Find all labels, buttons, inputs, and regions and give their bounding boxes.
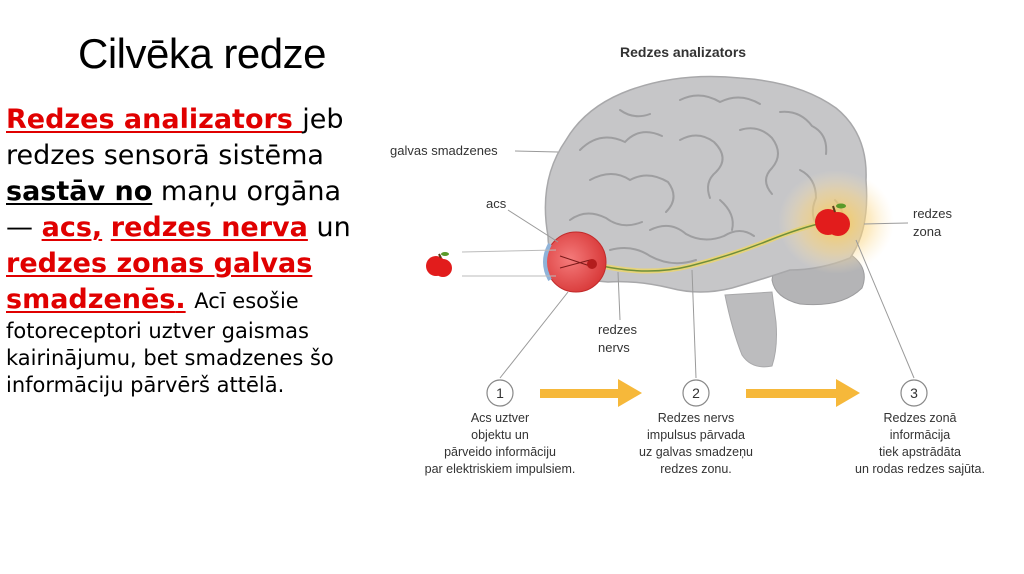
step-1-marker: 1 (486, 379, 514, 407)
step-3-number: 3 (910, 385, 918, 401)
diagram-title: Redzes analizators (620, 44, 746, 60)
step-3-marker: 3 (900, 379, 928, 407)
step-2-line: redzes zonu. (660, 462, 732, 476)
label-nerve-line2: nervs (598, 340, 630, 355)
arrow-1-to-2 (540, 379, 642, 407)
step-1-line: par elektriskiem impulsiem. (425, 462, 576, 476)
step-2-marker: 2 (682, 379, 710, 407)
text-space (102, 212, 111, 243)
step-2-description: Redzes nervs impulsus pārvada uz galvas … (639, 411, 753, 476)
step-1-line: objektu un (471, 428, 529, 442)
leader-zone (863, 222, 909, 225)
leader-step-1 (499, 291, 569, 379)
object-apple-icon (426, 252, 452, 277)
step-2-line: Redzes nervs (658, 411, 734, 425)
step-3-line: tiek apstrādāta (879, 445, 961, 459)
eye-illustration (543, 231, 607, 293)
step-3-line: Redzes zonā (884, 411, 957, 425)
step-1-line: pārveido informāciju (444, 445, 556, 459)
step-3-line: informācija (890, 428, 950, 442)
optic-nerve-core (601, 221, 827, 272)
perceived-apple-icon (815, 203, 850, 236)
leader-step-2 (691, 269, 697, 379)
text-segment: maņu orgāna — (6, 176, 341, 243)
term-period: . (175, 284, 186, 315)
term-eye: acs, (41, 212, 103, 243)
leader-eye (507, 209, 559, 243)
brain-folds (569, 94, 845, 265)
slide-title: Cilvēka redze (78, 30, 326, 77)
step-2-line: impulsus pārvada (647, 428, 745, 442)
text-segment: jeb redzes sensorā sistēma (6, 104, 344, 171)
label-nerve-line1: redzes (598, 322, 638, 337)
step-1-line: Acs uztver (471, 411, 529, 425)
step-1-number: 1 (496, 385, 504, 401)
light-ray-top (461, 249, 557, 253)
arrow-2-to-3 (746, 379, 860, 407)
slide-body-text: Redzes analizators jeb redzes sensorā si… (6, 102, 368, 399)
label-brain: galvas smadzenes (390, 143, 498, 158)
term-visual-zone: redzes zonas galvas smadzenēs (6, 248, 313, 315)
step-3-line: un rodas redzes sajūta. (855, 462, 985, 476)
text-segment: un (307, 212, 351, 243)
term-optic-nerve: redzes nerva (110, 212, 308, 243)
label-zone-line1: redzes (913, 206, 953, 221)
step-2-number: 2 (692, 385, 700, 401)
step-2-line: uz galvas smadzeņu (639, 445, 753, 459)
term-visual-analyzer: Redzes analizators (6, 104, 303, 135)
label-zone-line2: zona (913, 224, 942, 239)
leader-brain (514, 150, 559, 153)
leader-nerve (617, 271, 621, 321)
step-3-description: Redzes zonā informācija tiek apstrādāta … (855, 411, 985, 476)
text-explanation: Acī esošie fotoreceptori uztver gaismas … (6, 289, 334, 397)
term-consists-of: sastāv no (6, 176, 153, 207)
visual-analyzer-diagram: Redzes analizators (390, 44, 985, 476)
brain-stem (724, 291, 777, 368)
step-1-description: Acs uztver objektu un pārveido informāci… (425, 411, 576, 476)
leader-step-3 (855, 239, 915, 379)
label-eye: acs (486, 196, 507, 211)
